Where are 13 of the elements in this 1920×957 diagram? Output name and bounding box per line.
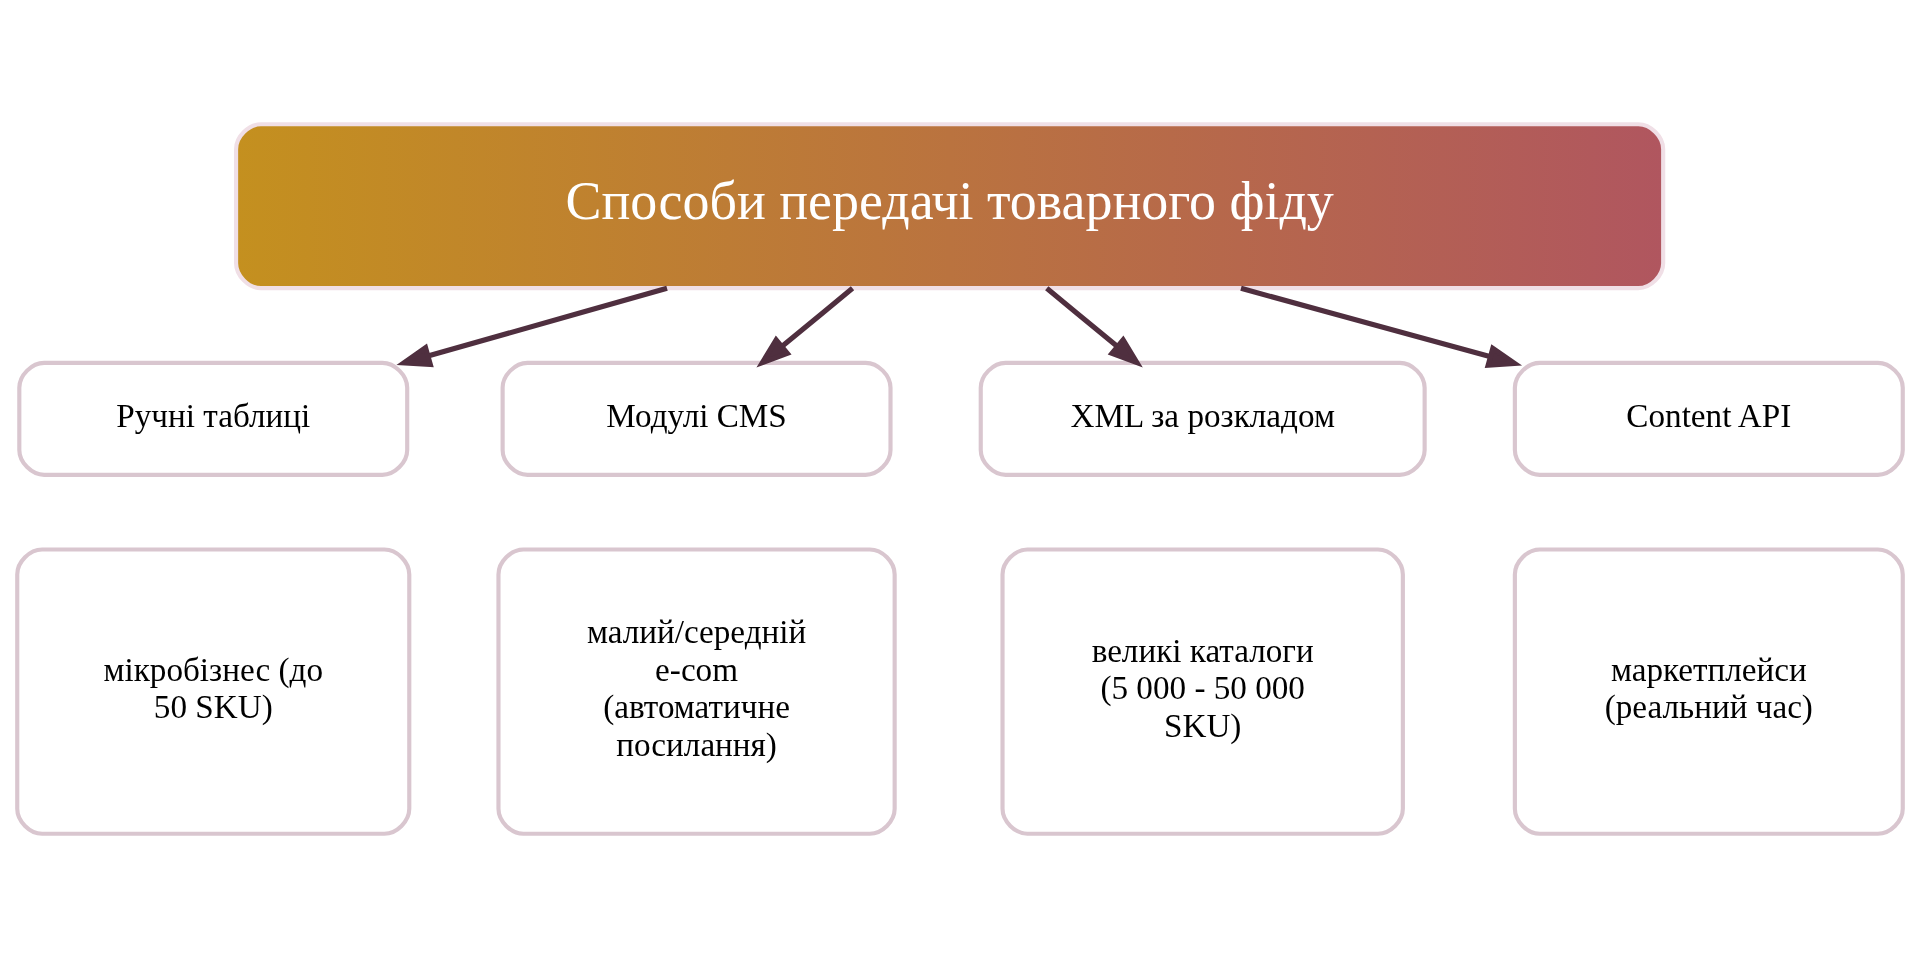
arrow xyxy=(756,285,855,367)
arrow xyxy=(1240,285,1523,368)
arrow xyxy=(396,285,668,367)
node-box: малий/середній e-com (автоматичне посилання) xyxy=(496,546,897,836)
node-box: маркетплейси (реальний час) xyxy=(1512,546,1905,836)
node-box: Способи передачі товарного фіду xyxy=(234,121,1666,290)
node-box: великі каталоги (5 000 - 50 000 SKU) xyxy=(1000,546,1405,836)
node-box: Content API xyxy=(1512,360,1905,477)
node-box: Ручні таблиці xyxy=(17,360,410,477)
node-box: Модулі CMS xyxy=(500,360,893,477)
node-box: мікробізнес (до 50 SKU) xyxy=(15,546,412,836)
node-box: XML за розкладом xyxy=(978,360,1427,477)
arrow xyxy=(1045,285,1143,367)
